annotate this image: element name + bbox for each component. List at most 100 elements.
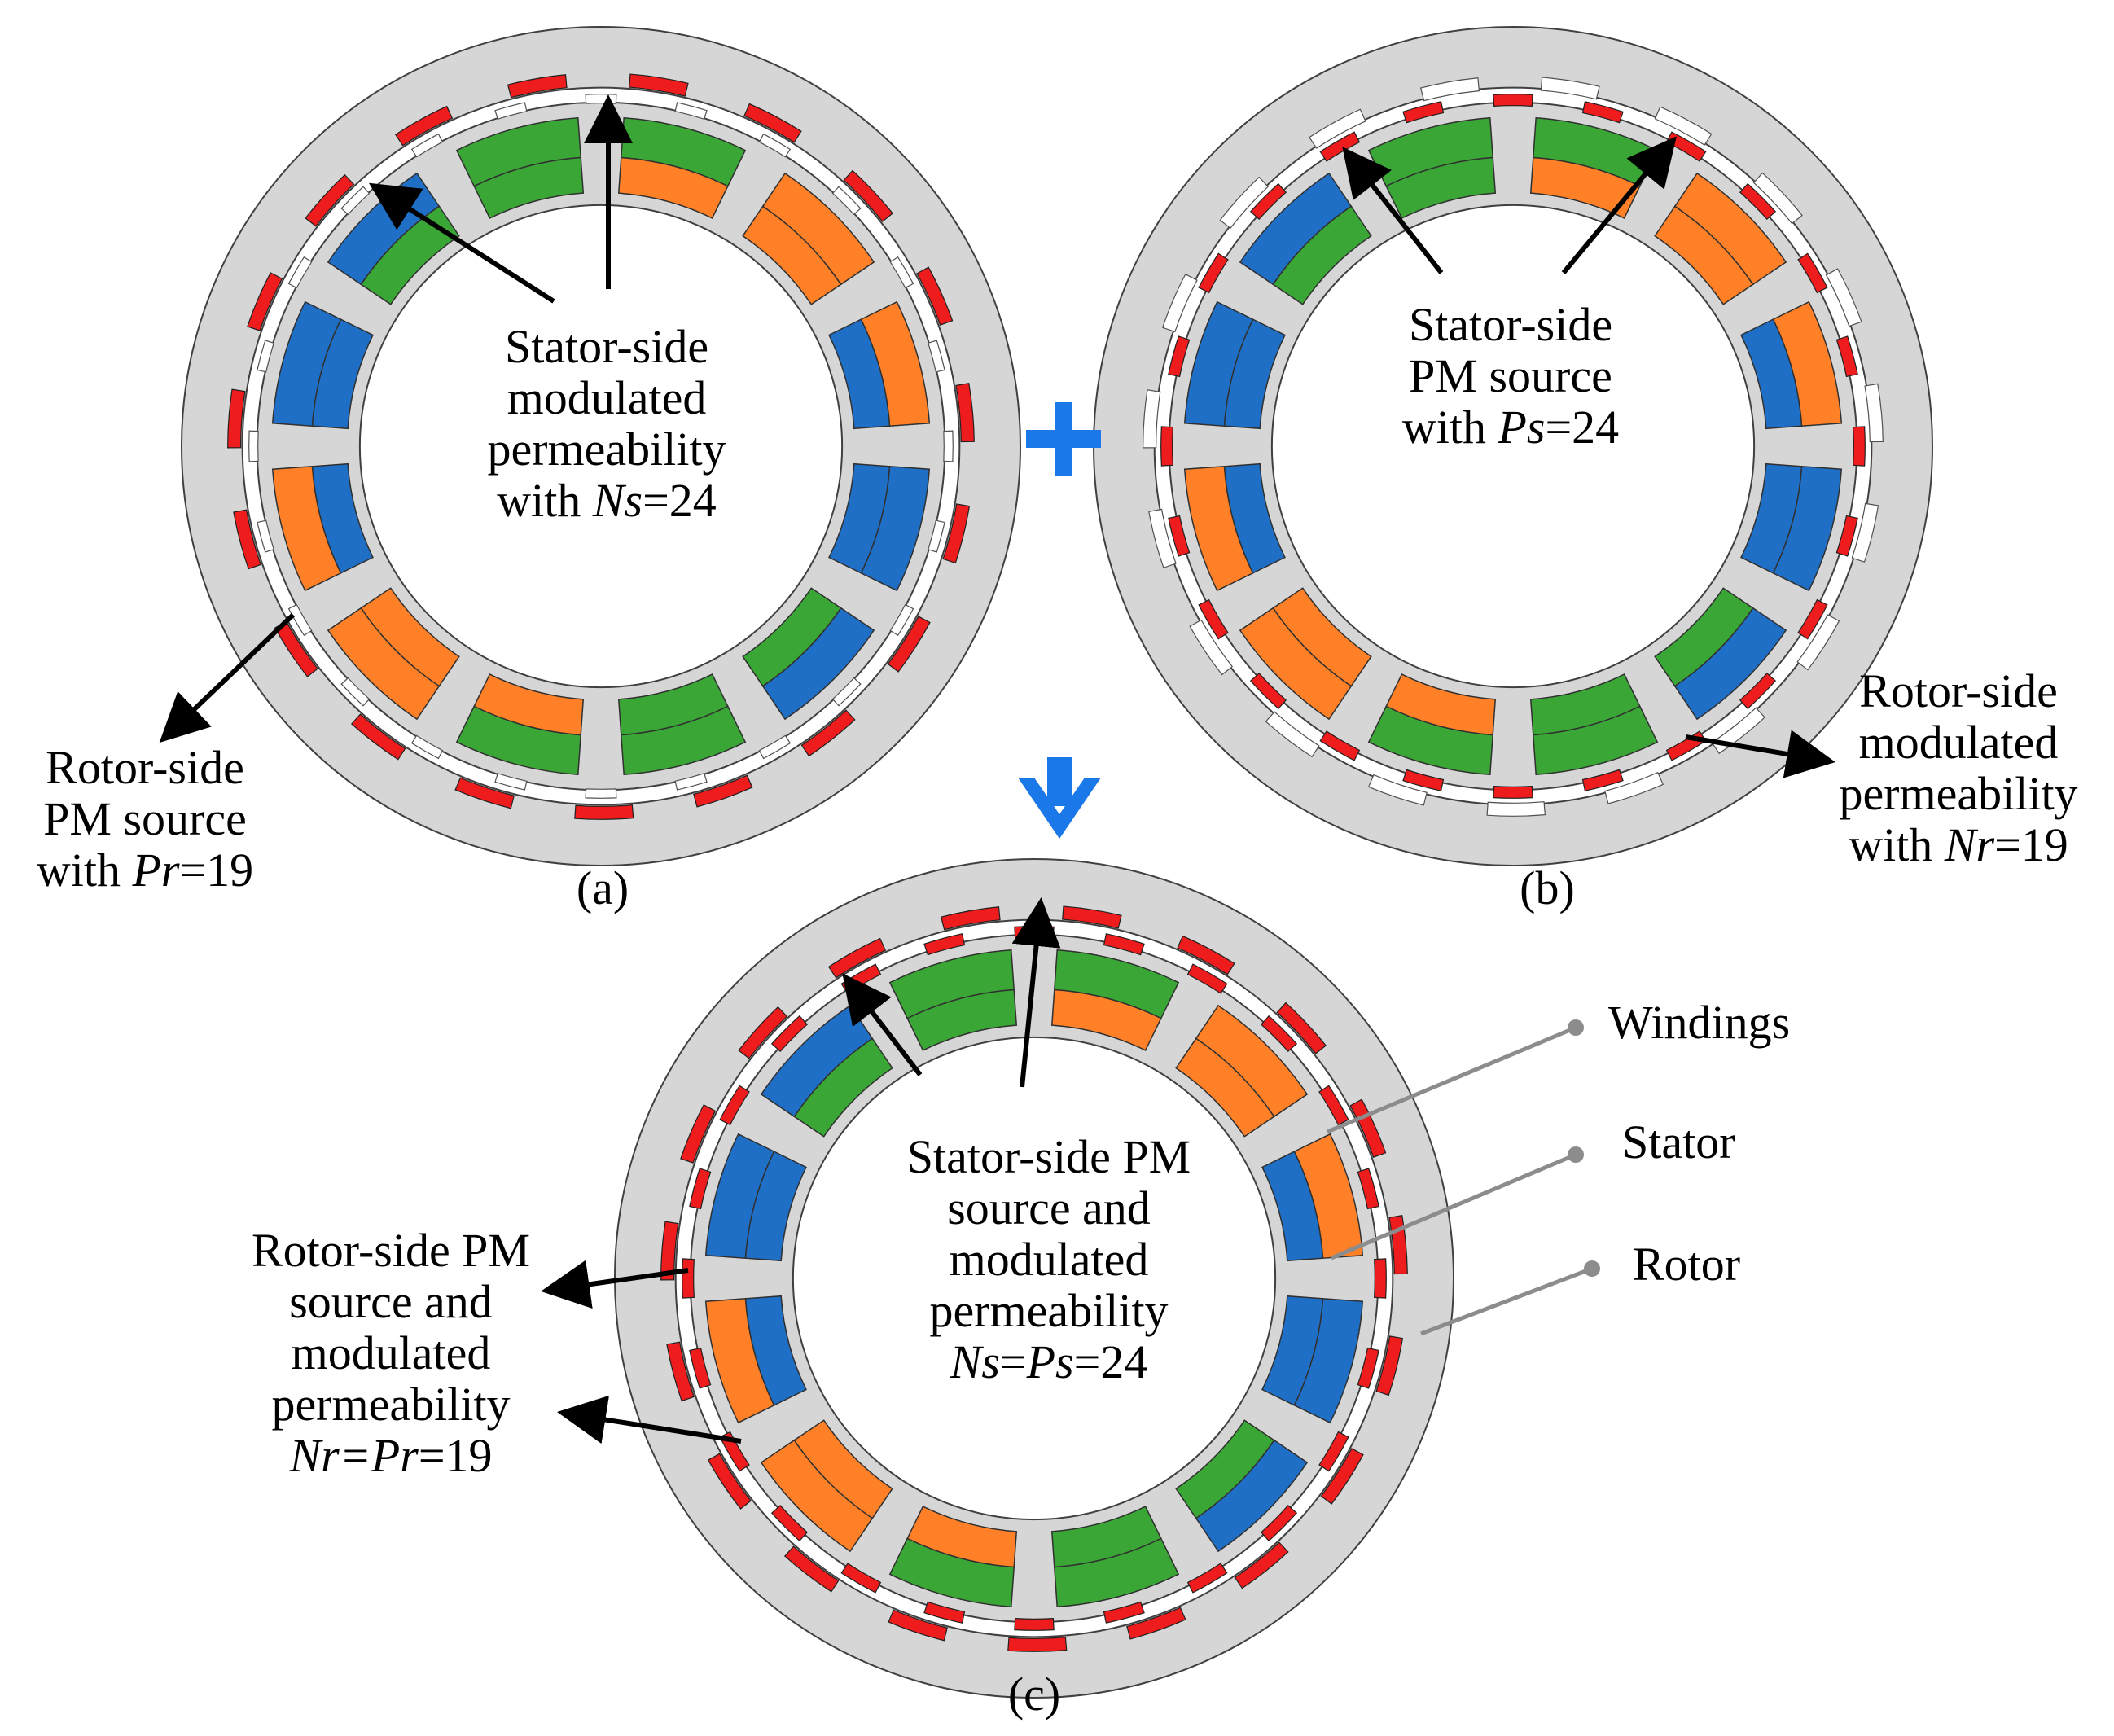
plus-icon <box>1026 402 1101 476</box>
stator-flux-barrier <box>494 102 528 120</box>
svg-text:Rotor-side: Rotor-side <box>1859 664 2058 717</box>
svg-text:PM source: PM source <box>43 792 247 845</box>
caption-c: (c) <box>1008 1668 1060 1721</box>
rotor-pm <box>1126 1607 1186 1640</box>
winding-coil <box>1175 1037 1275 1138</box>
rotor-pm <box>454 777 515 809</box>
stator-flux-barrier <box>758 133 792 158</box>
rotor-pm <box>305 173 355 227</box>
winding-coil <box>360 587 460 687</box>
svg-text:permeability: permeability <box>271 1378 510 1431</box>
stator-bore <box>1270 204 1756 689</box>
stator-pm <box>1168 515 1191 557</box>
rotor-pm <box>940 906 1001 931</box>
svg-text:modulated: modulated <box>950 1233 1149 1286</box>
arrow-b-stator-1 <box>1342 147 1444 274</box>
stator-pm <box>719 1085 750 1126</box>
stator-pm <box>1160 426 1173 467</box>
rotor-pm <box>743 103 802 143</box>
stator-pm <box>1402 769 1445 791</box>
svg-text:with Ns=24: with Ns=24 <box>497 474 717 527</box>
panel-b-rotor-label: Rotor-side modulated permeability with N… <box>1839 664 2077 871</box>
rotor-pm <box>955 383 975 443</box>
winding-coil <box>473 673 585 736</box>
winding-coil <box>473 156 585 219</box>
stator-pm <box>1357 1168 1379 1210</box>
stator-pm <box>1493 94 1533 107</box>
rotor-pm <box>233 509 262 570</box>
down-arrow-icon <box>1018 757 1101 839</box>
svg-text:permeability: permeability <box>487 423 726 476</box>
winding-coil <box>617 156 729 219</box>
stator-pm <box>1103 933 1145 956</box>
rotor-flux-barrier <box>1219 176 1269 230</box>
stator-pm <box>1835 335 1858 378</box>
leader-windings <box>1327 1025 1577 1134</box>
rotor-pm <box>574 804 634 820</box>
arrow-a-rotor <box>159 612 296 743</box>
legend-rotor: Rotor <box>1633 1238 1740 1291</box>
stator-pm <box>719 1431 750 1472</box>
panel-a-stator-label: Stator-side modulated permeability with … <box>487 320 726 527</box>
stator-pm <box>770 1504 809 1542</box>
stator-pm <box>1357 1347 1379 1389</box>
rotor-flux-barrier <box>1148 508 1177 569</box>
legend-stator: Stator <box>1622 1116 1735 1168</box>
rotor-flux-barrier <box>1851 502 1879 563</box>
rotor-pm <box>783 1545 840 1593</box>
stator-pm <box>1198 598 1229 640</box>
svg-text:source and: source and <box>289 1275 493 1328</box>
winding-coil <box>742 205 842 305</box>
stator-pm <box>1402 101 1445 124</box>
rotor-pm <box>1375 1335 1404 1396</box>
rotor-pm <box>916 266 954 326</box>
rotor-pm <box>843 169 894 222</box>
stator-pm <box>1581 101 1624 124</box>
stator-flux-barrier <box>494 773 528 791</box>
winding-coil <box>1223 318 1286 430</box>
stator-flux-barrier <box>340 677 371 707</box>
rotor-pm <box>738 1006 788 1059</box>
stator-pm <box>1198 252 1229 294</box>
winding-coil <box>793 1419 893 1519</box>
stator-pm <box>1186 1563 1228 1594</box>
svg-text:with Pr=19: with Pr=19 <box>37 844 253 896</box>
panel-b-stator-label: Stator-side PM source with Ps=24 <box>1402 298 1619 454</box>
rotor-flux-barrier <box>1419 77 1480 102</box>
stator-flux-barrier <box>585 94 617 104</box>
legend-windings: Windings <box>1608 996 1790 1049</box>
winding-coil <box>311 462 374 574</box>
winding-coil <box>1261 1295 1324 1406</box>
stator-pm <box>1739 672 1777 710</box>
winding-coil <box>1050 1506 1162 1568</box>
rotor-flux-barrier <box>1367 774 1428 806</box>
stator-pm <box>1249 182 1287 221</box>
stator-pm <box>1249 672 1287 710</box>
stator-pm <box>923 1601 966 1624</box>
winding-coil <box>744 1151 807 1262</box>
winding-coil <box>1272 587 1372 687</box>
winding-coil <box>906 989 1018 1051</box>
stator-flux-barrier <box>674 102 708 120</box>
rotor-pm <box>1320 1448 1364 1505</box>
rotor-pm <box>507 74 568 99</box>
winding-coil <box>793 1037 893 1138</box>
winding-coil <box>1261 1151 1324 1262</box>
leader-stator <box>1331 1152 1577 1260</box>
rotor-flux-barrier <box>1486 801 1546 817</box>
rotor-pm <box>942 503 971 564</box>
winding-coil <box>617 673 729 736</box>
winding-coil <box>1529 673 1641 736</box>
arrow-c-rotor-2 <box>557 1395 742 1444</box>
svg-text:modulated: modulated <box>1859 716 2059 769</box>
stator-pm <box>1739 182 1777 221</box>
stator-pm <box>1581 769 1624 791</box>
svg-text:PM source: PM source <box>1409 349 1612 402</box>
stator-bore <box>792 1036 1277 1521</box>
svg-text:Ns=Ps=24: Ns=Ps=24 <box>950 1335 1148 1388</box>
rotor-flux-barrier <box>1825 268 1862 327</box>
winding-coil <box>1654 205 1754 305</box>
winding-coil <box>1385 156 1497 219</box>
rotor-flux-barrier <box>1796 614 1840 671</box>
